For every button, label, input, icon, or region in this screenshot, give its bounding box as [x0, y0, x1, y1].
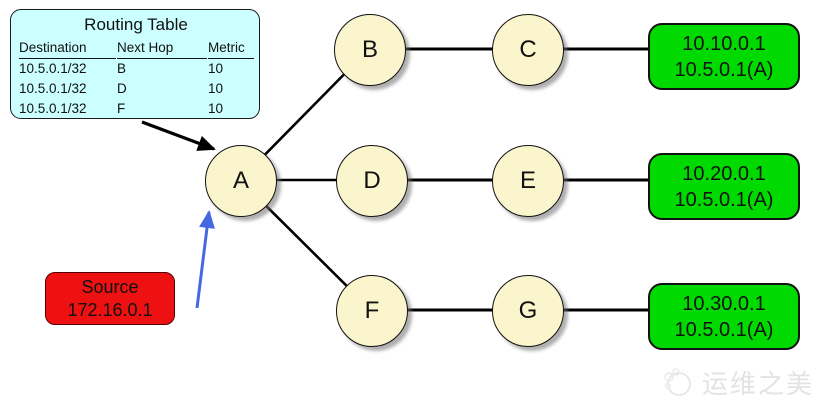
- destination-loopback: 10.5.0.1(A): [674, 188, 774, 211]
- watermark: 运维之美: [660, 364, 814, 401]
- table-cell-destination: 10.5.0.1/32: [19, 101, 87, 116]
- routing-table-grid: Destination Next Hop Metric 10.5.0.1/32 …: [19, 38, 254, 119]
- table-cell-metric: 10: [208, 101, 224, 116]
- table-cell-destination: 10.5.0.1/32: [19, 61, 87, 76]
- node-label: F: [364, 297, 380, 324]
- table-cell-metric: 10: [208, 81, 224, 96]
- routing-table: Routing Table Destination Next Hop Metri…: [10, 9, 260, 119]
- destination-box-2: 10.20.0.1 10.5.0.1(A): [648, 153, 800, 220]
- node-a: A: [205, 145, 277, 217]
- routing-table-title: Routing Table: [84, 15, 188, 34]
- destination-ip: 10.30.0.1: [682, 292, 766, 315]
- node-label: C: [519, 36, 537, 63]
- column-header-destination: Destination: [19, 38, 116, 59]
- routing-table-arrow: [141, 120, 216, 151]
- node-g: G: [492, 275, 564, 347]
- destination-box-3: 10.30.0.1 10.5.0.1(A): [648, 283, 800, 350]
- table-cell-next-hop: F: [117, 101, 126, 116]
- node-b: B: [334, 14, 406, 86]
- column-header-next-hop: Next Hop: [117, 38, 207, 59]
- source-label: Source: [81, 276, 139, 297]
- source-box: Source 172.16.0.1: [45, 272, 175, 325]
- source-arrow: [195, 210, 215, 309]
- node-f: F: [336, 275, 408, 347]
- node-c: C: [492, 14, 564, 86]
- table-cell-destination: 10.5.0.1/32: [19, 81, 87, 96]
- node-e: E: [492, 145, 564, 217]
- destination-box-1: 10.10.0.1 10.5.0.1(A): [648, 23, 800, 90]
- column-header-metric: Metric: [208, 38, 254, 59]
- destination-ip: 10.20.0.1: [682, 162, 766, 185]
- node-d: D: [336, 145, 408, 217]
- node-label: B: [361, 36, 378, 63]
- source-address: 172.16.0.1: [67, 299, 153, 320]
- watermark-text: 运维之美: [701, 369, 814, 399]
- destination-ip: 10.10.0.1: [682, 32, 766, 55]
- destination-loopback: 10.5.0.1(A): [674, 58, 774, 81]
- watermark-logo-icon: [664, 367, 691, 396]
- node-label: D: [363, 167, 381, 194]
- table-cell-next-hop: B: [117, 61, 127, 76]
- node-label: E: [519, 167, 536, 194]
- node-label: A: [232, 167, 249, 194]
- destination-loopback: 10.5.0.1(A): [674, 318, 774, 341]
- table-cell-metric: 10: [208, 61, 224, 76]
- node-label: G: [518, 297, 538, 324]
- table-cell-next-hop: D: [117, 81, 127, 96]
